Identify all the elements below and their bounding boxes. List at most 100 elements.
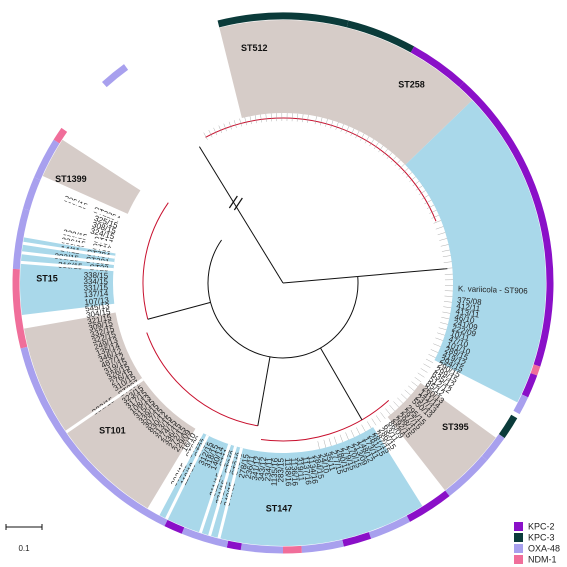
branch-leaf (420, 368, 428, 373)
clade-label-st147: ST147 (266, 503, 293, 513)
clade-label-st15: ST15 (36, 273, 58, 283)
branch-leaf (425, 358, 434, 363)
branch-leaf (350, 128, 355, 136)
branch-arc-st258-st512 (205, 117, 437, 222)
branch-leaf (296, 113, 299, 122)
branch-leaf (437, 332, 445, 336)
ring-segment-kpc-2 (410, 46, 464, 88)
leaf-separator (156, 431, 204, 516)
branch-leaf (435, 226, 444, 230)
leaf-separator (217, 447, 244, 539)
legend-label-kpc-3: KPC-3 (528, 532, 555, 542)
branch-break-mark (228, 195, 238, 209)
scale-bar-label: 0.1 (18, 544, 30, 553)
branch-leaf (333, 436, 337, 445)
leaf-label: K. variicola - ST906 (458, 284, 529, 295)
ring-segment-kpc-2 (164, 519, 185, 534)
branch-leaf (335, 122, 339, 130)
leaf-label: 413/11 (455, 307, 481, 320)
branch-break-mark (233, 197, 243, 211)
ring-segment-oxa-48 (513, 394, 529, 415)
branch-leaf (380, 412, 386, 419)
clade-sector-st1399 (42, 139, 141, 214)
leaf-separator (22, 241, 116, 259)
leaf-label: 343/12 (257, 456, 269, 482)
branch-arc-main (207, 239, 359, 359)
leaf-label: 334/15 (84, 277, 109, 286)
branch-leaf (360, 133, 365, 141)
branch-leaf (444, 267, 453, 269)
branch-leaf (355, 130, 360, 139)
leaf-label: 24/10 (318, 453, 331, 475)
leaf-separator (21, 251, 115, 265)
branch-leaf (408, 385, 415, 392)
branch-leaf (402, 168, 409, 174)
leaf-separator (208, 445, 238, 536)
branch-leaf (441, 249, 450, 252)
branch-arc-minor-sts (142, 202, 169, 320)
ring-segment-oxa-48 (22, 177, 41, 211)
leaf-separator (24, 232, 117, 253)
branch-leaf (426, 204, 435, 209)
branch-radial (357, 268, 448, 277)
branch-root (282, 275, 358, 284)
branch-leaf (441, 317, 450, 320)
branch-leaf (382, 148, 388, 156)
leaf-separator (198, 443, 232, 534)
leaf-label: 304/15 (85, 307, 111, 320)
branch-leaf (400, 393, 408, 400)
ring-segment-ndm-1 (12, 268, 28, 349)
legend-label-kpc-2: KPC-2 (528, 521, 555, 531)
branch-leaf (431, 215, 439, 219)
branch-leaf (249, 116, 252, 125)
clade-sector-st258 (405, 100, 546, 403)
clade-label-st258: ST258 (398, 79, 425, 89)
branch-leaf (323, 439, 327, 448)
branch-leaf (364, 136, 370, 144)
branch-leaf (411, 381, 418, 387)
branch-leaf (437, 232, 446, 236)
branch-leaf (378, 145, 384, 153)
leaf-label: 1135/16 (270, 457, 280, 486)
branch-leaf (386, 152, 393, 159)
branch-leaf (255, 115, 257, 124)
branch-leaf (439, 238, 448, 241)
branch-radial (147, 301, 211, 320)
branch-radial (320, 347, 363, 421)
branch-leaf (429, 209, 437, 214)
scale-bar: 0.1 (5, 524, 43, 553)
branch-leaf (345, 126, 350, 134)
branch-leaf (393, 401, 400, 408)
branch-leaf (325, 118, 328, 127)
leaf-separator (20, 260, 114, 272)
ring-segment-kpc-3 (498, 414, 518, 439)
branch-leaf (418, 190, 426, 195)
branch-leaf (414, 377, 422, 383)
clade-sector-st395 (387, 382, 496, 491)
clade-label-st101: ST101 (99, 426, 126, 436)
branch-radial (257, 356, 271, 426)
leaf-label: 283/15 (276, 457, 285, 482)
ring-segment-oxa-48 (181, 527, 229, 548)
branch-leaf (404, 389, 411, 396)
branch-leaf (385, 408, 391, 415)
leaf-separator (165, 434, 210, 520)
clade-sector-st512 (219, 19, 473, 165)
clade-label-st1399: ST1399 (55, 174, 87, 184)
leaf-separator (26, 222, 118, 247)
legend-swatch-oxa-48 (514, 544, 523, 553)
legend-label-ndm-1: NDM-1 (528, 554, 557, 564)
branch-leaf (265, 113, 267, 122)
branch-leaf (270, 113, 272, 122)
leaf-label: 412/11 (456, 301, 481, 313)
clade-label-st512: ST512 (241, 43, 268, 53)
leaf-label: 338/15 (84, 270, 109, 280)
leaf-label: 137/14 (84, 289, 110, 300)
branch-leaf (339, 434, 344, 443)
branch-leaf (443, 301, 452, 303)
leaf-label: 375/08 (457, 296, 483, 307)
leaf-label: 1136/16 (289, 457, 300, 486)
branch-leaf (208, 129, 213, 138)
